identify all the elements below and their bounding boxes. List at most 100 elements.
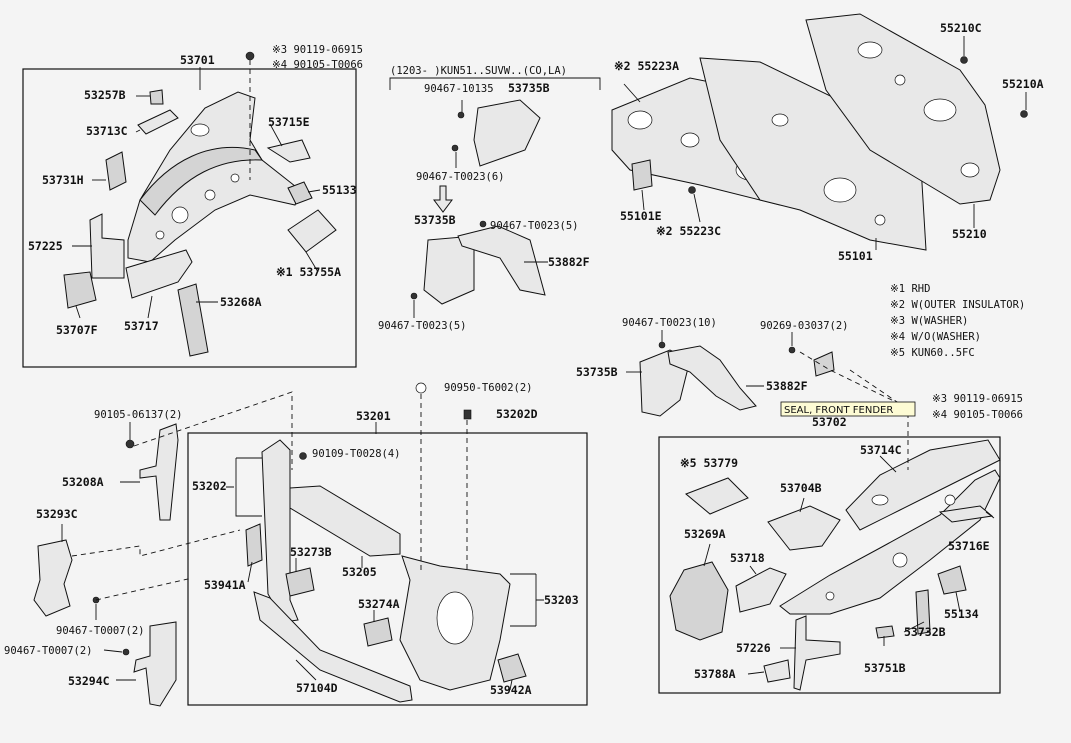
label-53201: 53201 — [356, 409, 391, 423]
label-90467-t0023-10: 90467-T0023(10) — [622, 317, 717, 329]
part-57104d — [253, 591, 413, 703]
label-57225: 57225 — [28, 239, 63, 253]
label-55223c: ※2 55223C — [656, 224, 721, 238]
part-53735b-top — [473, 99, 541, 167]
label-90109: 90109-T0028(4) — [312, 448, 401, 460]
label-53882f-low: 53882F — [766, 379, 808, 393]
label-53751b: 53751B — [864, 661, 906, 675]
group-box-53701 — [22, 68, 357, 368]
label-53269a: 53269A — [684, 527, 726, 541]
label-53293c: 53293C — [36, 507, 78, 521]
label-90467-t0023-5b: 90467-T0023(5) — [378, 320, 467, 332]
label-53941a: 53941A — [204, 578, 246, 592]
part-53755a — [287, 209, 337, 253]
part-53208a — [139, 423, 179, 521]
label-53268a: 53268A — [220, 295, 262, 309]
label-53257b: 53257B — [84, 88, 126, 102]
label-53717: 53717 — [124, 319, 159, 333]
label-57104d: 57104D — [296, 681, 338, 695]
part-53704b — [767, 505, 841, 551]
part-53294c — [133, 621, 177, 707]
label-kun51: (1203- )KUN51..SUVW..(CO,LA) — [390, 65, 567, 77]
label-53713c: 53713C — [86, 124, 128, 138]
part-53269a — [669, 561, 729, 641]
label-55133: 55133 — [322, 183, 357, 197]
note-washer: ※3 W(WASHER) — [890, 315, 968, 327]
label-53208a: 53208A — [62, 475, 104, 489]
bolt-90119-top — [245, 51, 255, 61]
part-57225 — [89, 213, 125, 279]
label-53294c: 53294C — [68, 674, 110, 688]
part-53731h — [105, 151, 127, 191]
note-outer-insulator: ※2 W(OUTER INSULATOR) — [890, 299, 1025, 311]
label-53274a: 53274A — [358, 597, 400, 611]
note-kun60: ※5 KUN60..5FC — [890, 347, 975, 359]
label-53203: 53203 — [544, 593, 579, 607]
clip-90950 — [415, 382, 427, 394]
part-53942a — [497, 653, 527, 683]
label-53202d: 53202D — [496, 407, 538, 421]
label-53704b: 53704B — [780, 481, 822, 495]
label-53735b-low: 53735B — [576, 365, 618, 379]
label-90467-t0023-5a: 90467-T0023(5) — [490, 220, 579, 232]
label-53942a: 53942A — [490, 683, 532, 697]
label-90467-t0007-a: 90467-T0007(2) — [56, 625, 145, 637]
part-53941a — [245, 523, 263, 567]
label-90467-t0007-b: 90467-T0007(2) — [4, 645, 93, 657]
label-57226: 57226 — [736, 641, 771, 655]
part-55134 — [937, 565, 967, 595]
label-53718: 53718 — [730, 551, 765, 565]
label-55101: 55101 — [838, 249, 873, 263]
label-90119-top: ※3 90119-06915 — [272, 44, 363, 56]
part-53882f-low — [667, 345, 757, 411]
label-55101e: 55101E — [620, 209, 662, 223]
label-90105-06137: 90105-06137(2) — [94, 409, 183, 421]
dash-panel-55101 — [699, 57, 927, 251]
label-53735b-top: 53735B — [508, 81, 550, 95]
part-53268a — [177, 283, 209, 357]
label-53205: 53205 — [342, 565, 377, 579]
highlight-label: SEAL, FRONT FENDER — [784, 405, 893, 416]
label-90950: 90950-T6002(2) — [444, 382, 533, 394]
part-53707f — [63, 271, 97, 309]
part-53732b — [915, 589, 931, 635]
part-seal-front-fender — [813, 351, 835, 377]
label-53735b-mid: 53735B — [414, 213, 456, 227]
label-53882f-top: 53882F — [548, 255, 590, 269]
part-53257b — [149, 89, 164, 105]
label-55134: 55134 — [944, 607, 979, 621]
label-53732b: 53732B — [904, 625, 946, 639]
highlight-seal-front-fender[interactable]: SEAL, FRONT FENDER — [780, 401, 916, 417]
bracket-kun51 — [389, 77, 601, 90]
label-53202: 53202 — [192, 479, 227, 493]
part-57226 — [793, 615, 841, 691]
note-rhd: ※1 RHD — [890, 283, 930, 295]
label-55210a: 55210A — [1002, 77, 1044, 91]
label-53714c: 53714C — [860, 443, 902, 457]
label-53779: ※5 53779 — [680, 456, 738, 470]
label-53755a: ※1 53755A — [276, 265, 341, 279]
label-53273b: 53273B — [290, 545, 332, 559]
part-55133 — [287, 181, 313, 205]
label-55210: 55210 — [952, 227, 987, 241]
label-55223a: ※2 55223A — [614, 59, 679, 73]
group-box-53702 — [658, 436, 1001, 694]
part-53715e — [266, 139, 311, 163]
part-53882f-top — [457, 225, 546, 296]
label-53788a: 53788A — [694, 667, 736, 681]
dash-panel-55210 — [805, 13, 1001, 205]
label-90105-top: ※4 90105-T0066 — [272, 59, 363, 71]
apron-53702 — [779, 439, 1001, 615]
label-53716e: 53716E — [948, 539, 990, 553]
note-without-washer: ※4 W/O(WASHER) — [890, 331, 981, 343]
part-53718 — [735, 567, 787, 613]
part-53274a — [363, 617, 393, 647]
part-53273b — [285, 567, 315, 597]
label-53731h: 53731H — [42, 173, 84, 187]
label-55210c: 55210C — [940, 21, 982, 35]
part-53293c — [33, 539, 73, 617]
part-53788a — [763, 659, 791, 683]
label-90467-t0023-6: 90467-T0023(6) — [416, 171, 505, 183]
label-90105-right: ※4 90105-T0066 — [932, 409, 1023, 421]
